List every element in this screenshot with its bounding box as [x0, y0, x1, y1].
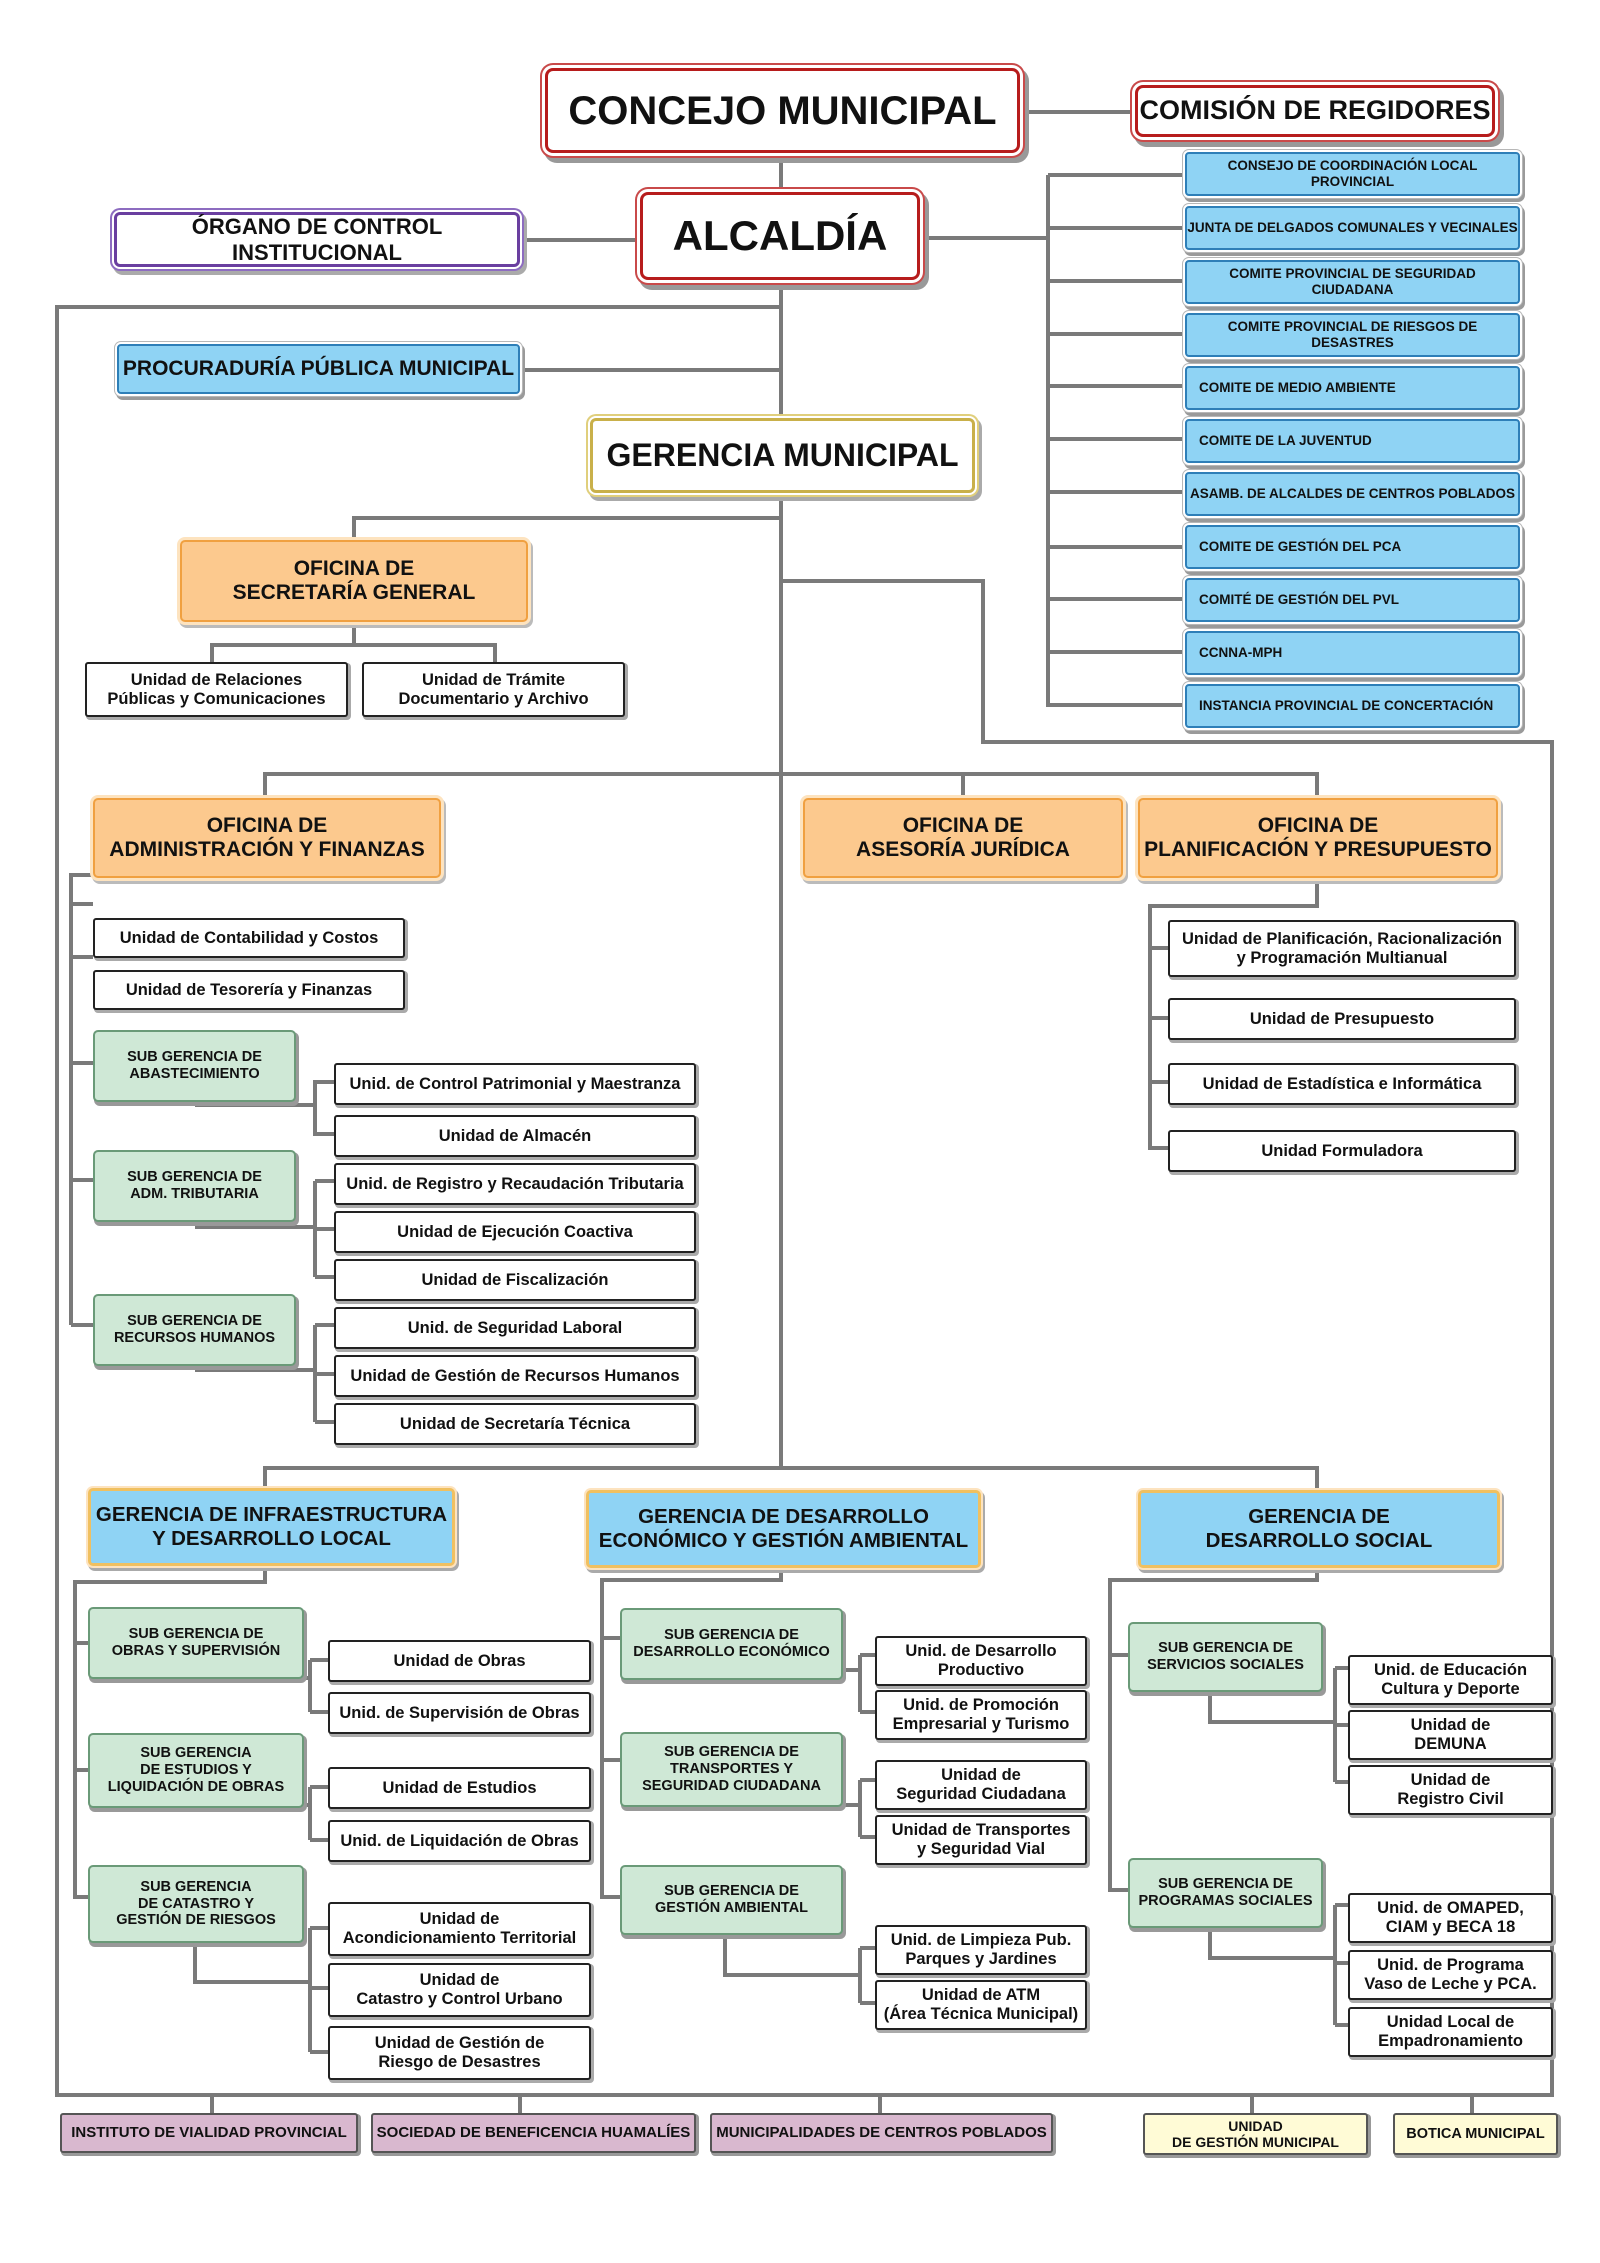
botica-municipal-box: BOTICA MUNICIPAL: [1393, 2113, 1558, 2155]
unit-omaped-ciam: Unid. de OMAPED, CIAM y BECA 18: [1348, 1893, 1553, 1943]
unit-seguridad-ciudadana: Unidad de Seguridad Ciudadana: [875, 1760, 1087, 1810]
council-item: INSTANCIA PROVINCIAL DE CONCERTACIÓN: [1185, 684, 1520, 728]
gerencia-desarrollo-social-box: GERENCIA DE DESARROLLO SOCIAL: [1138, 1490, 1500, 1568]
unit-registro-recaudacion: Unid. de Registro y Recaudación Tributar…: [334, 1163, 696, 1205]
unit-acondicionamiento-territorial: Unidad de Acondicionamiento Territorial: [328, 1902, 591, 1956]
unit-relaciones-publicas: Unidad de Relaciones Públicas y Comunica…: [85, 662, 348, 717]
unit-empadronamiento: Unidad Local de Empadronamiento: [1348, 2007, 1553, 2057]
unit-ejecucion-coactiva: Unidad de Ejecución Coactiva: [334, 1211, 696, 1253]
secretaria-general-box: OFICINA DE SECRETARÍA GENERAL: [180, 540, 528, 622]
sub-servicios-sociales-box: SUB GERENCIA DE SERVICIOS SOCIALES: [1128, 1622, 1323, 1692]
unit-tesoreria: Unidad de Tesorería y Finanzas: [93, 970, 405, 1010]
sub-abastecimiento-box: SUB GERENCIA DE ABASTECIMIENTO: [93, 1030, 296, 1102]
unit-registro-civil: Unidad de Registro Civil: [1348, 1765, 1553, 1815]
sub-recursos-humanos-box: SUB GERENCIA DE RECURSOS HUMANOS: [93, 1294, 296, 1366]
unit-obras: Unidad de Obras: [328, 1640, 591, 1682]
planificacion-presupuesto-box: OFICINA DE PLANIFICACIÓN Y PRESUPUESTO: [1138, 798, 1498, 878]
unit-liquidacion-obras: Unid. de Liquidación de Obras: [328, 1820, 591, 1862]
unit-vaso-de-leche: Unid. de Programa Vaso de Leche y PCA.: [1348, 1950, 1553, 2000]
gerencia-desarrollo-economico-box: GERENCIA DE DESARROLLO ECONÓMICO Y GESTI…: [586, 1490, 981, 1568]
sub-obras-supervision-box: SUB GERENCIA DE OBRAS Y SUPERVISIÓN: [88, 1607, 304, 1679]
sub-desarrollo-economico-box: SUB GERENCIA DE DESARROLLO ECONÓMICO: [620, 1608, 843, 1680]
sub-adm-tributaria-box: SUB GERENCIA DE ADM. TRIBUTARIA: [93, 1150, 296, 1222]
sub-programas-sociales-box: SUB GERENCIA DE PROGRAMAS SOCIALES: [1128, 1858, 1323, 1928]
sub-catastro-riesgos-box: SUB GERENCIA DE CATASTRO Y GESTIÓN DE RI…: [88, 1865, 304, 1943]
council-item: COMITE PROVINCIAL DE SEGURIDAD CIUDADANA: [1185, 260, 1520, 304]
gerencia-municipal-box: GERENCIA MUNICIPAL: [590, 418, 975, 493]
council-item: COMITÉ DE GESTIÓN DEL PVL: [1185, 578, 1520, 622]
unit-catastro-control-urbano: Unidad de Catastro y Control Urbano: [328, 1963, 591, 2017]
procuraduria-box: PROCURADURÍA PÚBLICA MUNICIPAL: [117, 344, 520, 394]
unit-demuna: Unidad de DEMUNA: [1348, 1710, 1553, 1760]
unit-atm: Unidad de ATM (Área Técnica Municipal): [875, 1980, 1087, 2030]
unit-limpieza-publica: Unid. de Limpieza Pub. Parques y Jardine…: [875, 1925, 1087, 1975]
unit-planificacion-racionalizacion: Unidad de Planificación, Racionalización…: [1168, 920, 1516, 977]
unit-transportes-seguridad-vial: Unidad de Transportes y Seguridad Vial: [875, 1815, 1087, 1865]
sub-gestion-ambiental-box: SUB GERENCIA DE GESTIÓN AMBIENTAL: [620, 1865, 843, 1935]
administracion-finanzas-box: OFICINA DE ADMINISTRACIÓN Y FINANZAS: [93, 798, 441, 878]
council-item: CONSEJO DE COORDINACIÓN LOCAL PROVINCIAL: [1185, 152, 1520, 196]
concejo-municipal-box: CONCEJO MUNICIPAL: [545, 68, 1020, 153]
unidad-gestion-municipal-box: UNIDAD DE GESTIÓN MUNICIPAL: [1143, 2113, 1368, 2155]
unit-promocion-empresarial: Unid. de Promoción Empresarial y Turismo: [875, 1690, 1087, 1740]
council-item: COMITE DE MEDIO AMBIENTE: [1185, 366, 1520, 410]
gerencia-infraestructura-box: GERENCIA DE INFRAESTRUCTURA Y DESARROLLO…: [88, 1488, 455, 1566]
unit-control-patrimonial: Unid. de Control Patrimonial y Maestranz…: [334, 1063, 696, 1105]
comision-regidores-box: COMISIÓN DE REGIDORES: [1135, 85, 1495, 137]
sub-transportes-seguridad-box: SUB GERENCIA DE TRANSPORTES Y SEGURIDAD …: [620, 1732, 843, 1807]
organo-control-box: ÓRGANO DE CONTROL INSTITUCIONAL: [114, 212, 520, 267]
municipalidades-centros-poblados-box: MUNICIPALIDADES DE CENTROS POBLADOS: [710, 2113, 1053, 2153]
unit-secretaria-tecnica: Unidad de Secretaría Técnica: [334, 1403, 696, 1445]
instituto-vialidad-box: INSTITUTO DE VIALIDAD PROVINCIAL: [60, 2113, 358, 2153]
council-item: CCNNA-MPH: [1185, 631, 1520, 675]
unit-estudios: Unidad de Estudios: [328, 1767, 591, 1809]
asesoria-juridica-box: OFICINA DE ASESORÍA JURÍDICA: [803, 798, 1123, 878]
alcaldia-box: ALCALDÍA: [640, 192, 920, 280]
unit-educacion-cultura-deporte: Unid. de Educación Cultura y Deporte: [1348, 1655, 1553, 1705]
council-item: ASAMB. DE ALCALDES DE CENTROS POBLADOS: [1185, 472, 1520, 516]
council-item: COMITE DE GESTIÓN DEL PCA: [1185, 525, 1520, 569]
unit-formuladora: Unidad Formuladora: [1168, 1130, 1516, 1172]
unit-seguridad-laboral: Unid. de Seguridad Laboral: [334, 1307, 696, 1349]
unit-gestion-riesgo-desastres: Unidad de Gestión de Riesgo de Desastres: [328, 2026, 591, 2080]
unit-contabilidad: Unidad de Contabilidad y Costos: [93, 918, 405, 958]
unit-presupuesto: Unidad de Presupuesto: [1168, 998, 1516, 1040]
unit-desarrollo-productivo: Unid. de Desarrollo Productivo: [875, 1636, 1087, 1686]
sociedad-beneficencia-box: SOCIEDAD DE BENEFICENCIA HUAMALÍES: [371, 2113, 696, 2153]
council-item: COMITE PROVINCIAL DE RIESGOS DE DESASTRE…: [1185, 313, 1520, 357]
unit-almacen: Unidad de Almacén: [334, 1115, 696, 1157]
council-item: COMITE DE LA JUVENTUD: [1185, 419, 1520, 463]
sub-estudios-liquidacion-box: SUB GERENCIA DE ESTUDIOS Y LIQUIDACIÓN D…: [88, 1733, 304, 1808]
unit-supervision-obras: Unid. de Supervisión de Obras: [328, 1692, 591, 1734]
unit-tramite-documentario: Unidad de Trámite Documentario y Archivo: [362, 662, 625, 717]
unit-estadistica-informatica: Unidad de Estadística e Informática: [1168, 1063, 1516, 1105]
unit-fiscalizacion: Unidad de Fiscalización: [334, 1259, 696, 1301]
council-item: JUNTA DE DELGADOS COMUNALES Y VECINALES: [1185, 206, 1520, 250]
unit-gestion-rrhh: Unidad de Gestión de Recursos Humanos: [334, 1355, 696, 1397]
